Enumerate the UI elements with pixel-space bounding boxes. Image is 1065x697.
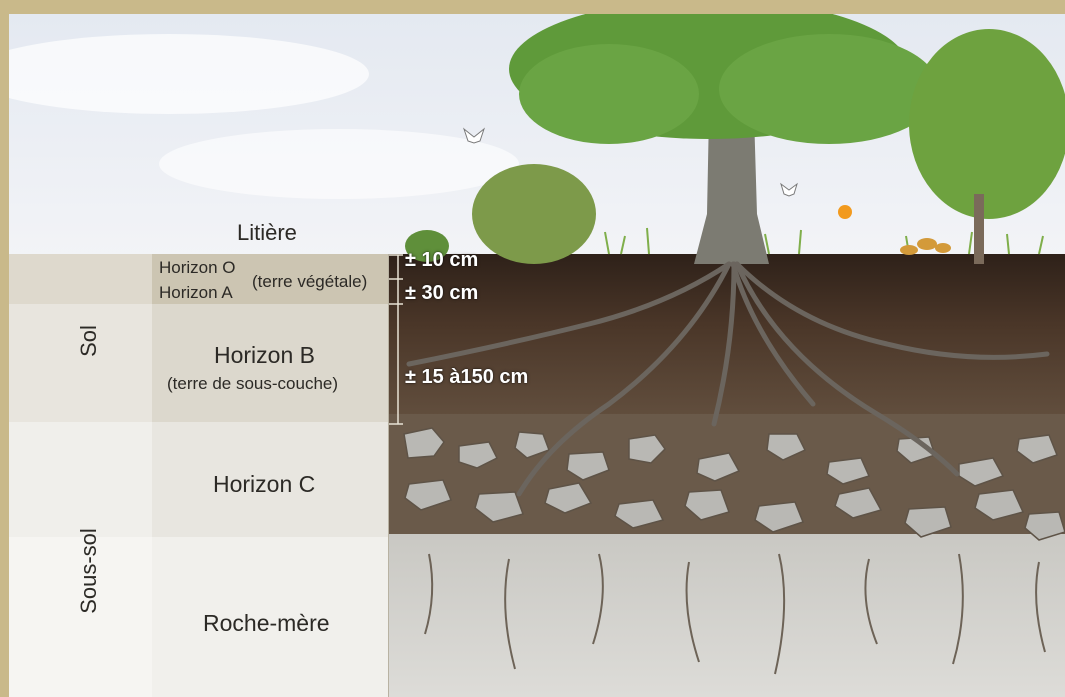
depth-horizon-o: ± 10 cm xyxy=(405,249,478,272)
small-tree-trunk xyxy=(974,194,984,264)
label-terre-sous-couche: (terre de sous-couche) xyxy=(167,374,338,394)
tree-canopy xyxy=(519,44,699,144)
bedrock-layer xyxy=(389,534,1065,697)
label-sol: Sol xyxy=(76,321,102,361)
depth-horizon-b: ± 15 à150 cm xyxy=(405,366,528,389)
label-horizon-b: Horizon B xyxy=(214,342,315,369)
panel-divider xyxy=(388,254,389,697)
label-roche-mere: Roche-mère xyxy=(203,610,330,637)
shrub xyxy=(472,164,596,264)
tree-canopy xyxy=(909,29,1065,219)
label-sous-sol: Sous-sol xyxy=(76,521,102,621)
stone-layer xyxy=(389,414,1065,554)
label-horizon-c: Horizon C xyxy=(213,471,315,498)
flower xyxy=(838,205,852,219)
label-litiere: Litière xyxy=(237,220,297,246)
diagram-frame: Litière Horizon O Horizon A (terre végét… xyxy=(9,14,1065,697)
depth-horizon-a: ± 30 cm xyxy=(405,282,478,305)
label-horizon-o: Horizon O xyxy=(159,258,236,278)
tree-canopy xyxy=(719,34,939,144)
label-horizon-a: Horizon A xyxy=(159,283,233,303)
label-terre-vegetale: (terre végétale) xyxy=(252,272,367,292)
band-litiere xyxy=(9,14,389,254)
